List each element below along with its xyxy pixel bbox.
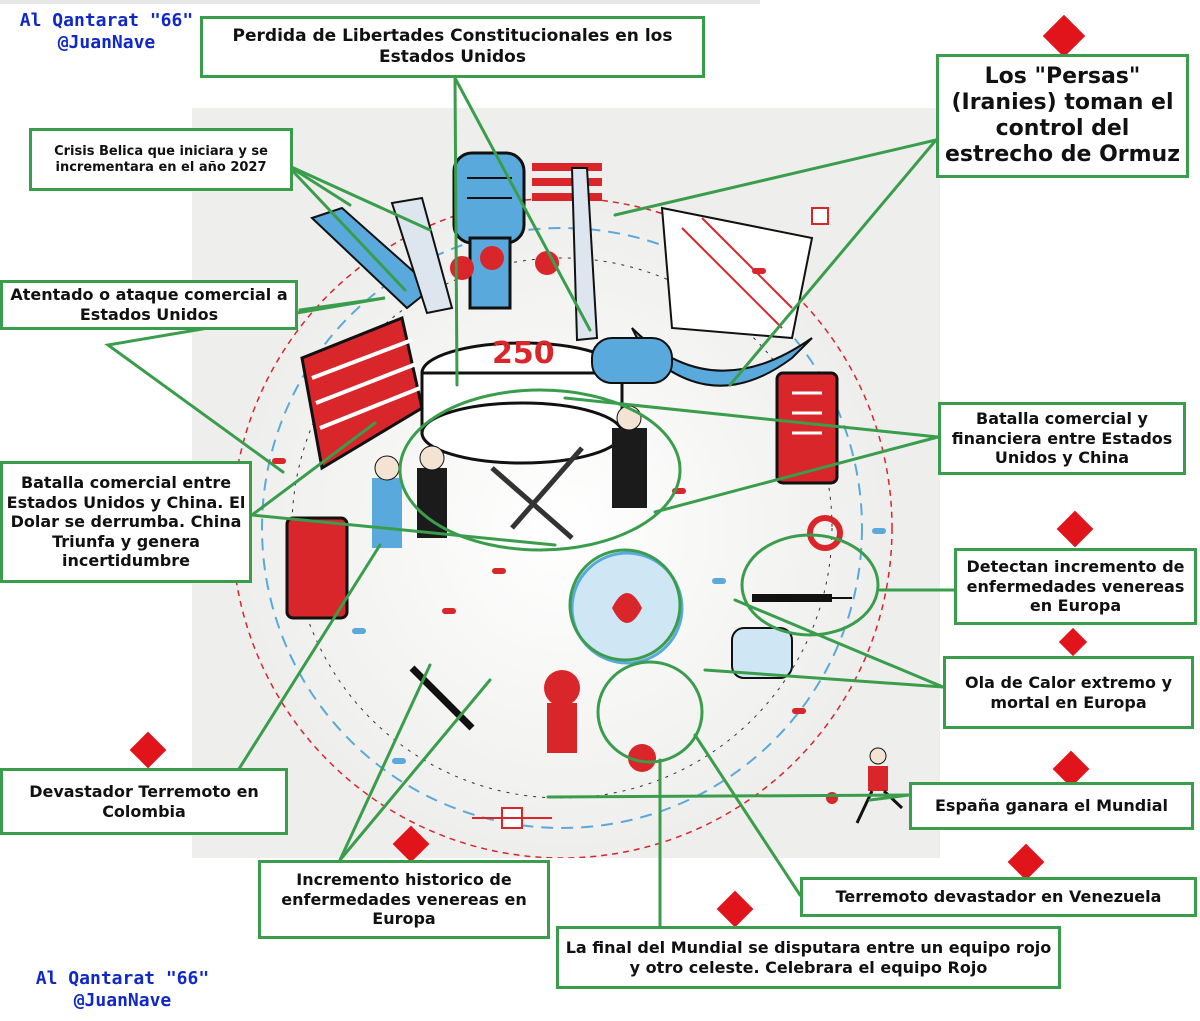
tank-icon xyxy=(775,371,839,485)
watermark-bottom: Al Qantarat "66" @JuanNave xyxy=(30,968,215,1011)
diamond-marker xyxy=(1042,14,1086,58)
soccer-player-icon xyxy=(826,747,904,824)
watermark-bottom-line2: @JuanNave xyxy=(73,989,172,1011)
label-ola-calor: Ola de Calor extremo y mortal en Europa xyxy=(943,656,1194,729)
label-detectan: Detectan incremento de enfermedades vene… xyxy=(954,548,1197,625)
cake-number: 250 xyxy=(492,336,555,371)
label-crisis: Crisis Belica que iniciara y se incremen… xyxy=(29,128,293,191)
watermark-top-line1: Al Qantarat "66" xyxy=(19,10,194,31)
top-divider xyxy=(0,0,760,4)
diamond-marker xyxy=(1007,843,1045,881)
illustration: 250 xyxy=(192,108,940,858)
label-persas: Los "Persas" (Iranies) toman el control … xyxy=(936,54,1189,178)
illustration-drawing: 250 xyxy=(231,151,904,858)
label-batalla-right: Batalla comercial y financiera entre Est… xyxy=(938,402,1186,475)
label-batalla-left: Batalla comercial entre Estados Unidos y… xyxy=(0,461,252,583)
diamond-marker xyxy=(716,890,754,928)
watermark-top-line2: @JuanNave xyxy=(57,31,156,53)
watermark-bottom-line1: Al Qantarat "66" xyxy=(35,968,210,989)
label-atentado: Atentado o ataque comercial a Estados Un… xyxy=(0,280,298,330)
label-final: La final del Mundial se disputara entre … xyxy=(556,926,1061,989)
diamond-marker xyxy=(129,731,167,769)
gamepad-icon xyxy=(591,337,673,384)
tank-left-icon xyxy=(285,516,349,620)
label-incremento: Incremento historico de enfermedades ven… xyxy=(258,860,550,939)
label-colombia: Devastador Terremoto en Colombia xyxy=(0,768,288,835)
flag-icon xyxy=(532,163,602,201)
watermark-top: Al Qantarat "66" @JuanNave xyxy=(14,10,199,53)
diamond-marker xyxy=(1058,627,1088,657)
diamond-marker xyxy=(1056,510,1094,548)
label-espana: España ganara el Mundial xyxy=(909,782,1194,830)
label-venezuela: Terremoto devastador en Venezuela xyxy=(800,877,1197,917)
label-libertades: Perdida de Libertades Constitucionales e… xyxy=(200,16,705,78)
